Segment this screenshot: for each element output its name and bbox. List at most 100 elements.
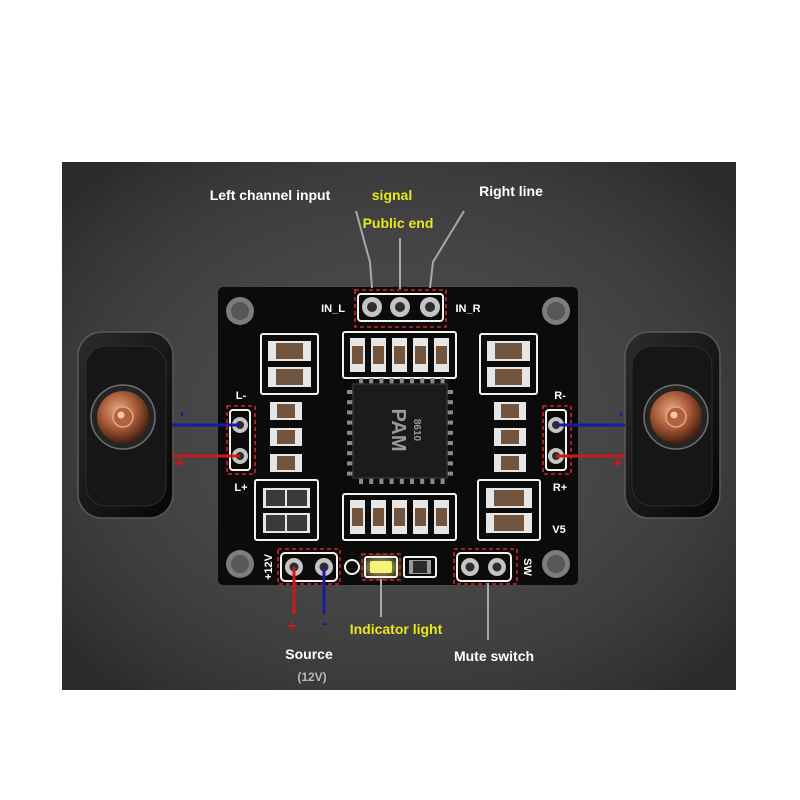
smd-component [436, 508, 447, 526]
chip-pin [359, 378, 363, 385]
chip-pin [446, 410, 453, 415]
hole-center [231, 555, 249, 573]
bottom-component-row [342, 493, 457, 541]
left-minus-mark: - [174, 411, 191, 416]
chip-pin [420, 477, 425, 484]
silkscreen-outline [403, 556, 437, 578]
silkscreen-outline [545, 409, 567, 471]
chip-pin [347, 451, 354, 456]
indicator-led [344, 553, 437, 581]
callout-indicator-light: Indicator light [350, 621, 443, 637]
chip-pin [379, 378, 384, 385]
chip-pin [359, 477, 363, 484]
mounting-hole-top-left [226, 297, 254, 325]
capacitor [494, 490, 524, 506]
speaker-cap-highlight [117, 411, 125, 419]
callout-source: Source [285, 646, 333, 662]
chip-body [352, 383, 448, 479]
chip-pin [430, 477, 435, 484]
hole-center [231, 302, 249, 320]
capacitor [276, 343, 303, 359]
left-capacitor-block [260, 333, 319, 395]
hole-center [547, 555, 565, 573]
callout-left-channel-input: Left channel input [210, 187, 331, 203]
leader-right-line [429, 210, 465, 289]
silkscreen-outline [280, 552, 338, 582]
silkscreen-outline [456, 552, 512, 582]
label-l-minus: L- [236, 390, 247, 402]
label-in-r: IN_R [455, 303, 480, 315]
label-r-plus: R+ [553, 482, 567, 494]
led-resistor [413, 561, 427, 573]
silkscreen-outline [479, 333, 538, 395]
silkscreen-outline [357, 293, 444, 322]
chip-pin [369, 378, 374, 385]
silkscreen-outline [477, 479, 541, 541]
left-inductor-block [254, 479, 319, 541]
pin-hole [465, 562, 475, 572]
smd-component [373, 346, 384, 364]
pin-hole [492, 562, 502, 572]
source-plus-mark: + [287, 618, 296, 635]
capacitor [495, 343, 522, 359]
smd-component [436, 346, 447, 364]
silkscreen-outline [254, 479, 319, 541]
chip-pin [430, 378, 435, 385]
power-highlight-box [277, 548, 341, 585]
chip-pin [410, 378, 414, 385]
source-minus-mark: - [322, 615, 327, 632]
mute-highlight-box [453, 548, 518, 585]
mounting-hole-bottom-left [226, 550, 254, 578]
smd-component [394, 508, 405, 526]
pin-hole [395, 302, 405, 312]
chip-pin [410, 477, 414, 484]
resistor [501, 430, 519, 444]
right-plus-mark: + [609, 458, 626, 467]
left-terminal-highlight-box [226, 405, 256, 475]
callout-mute-switch: Mute switch [454, 648, 534, 664]
chip-pin [389, 477, 394, 484]
chip-pin [347, 390, 354, 394]
resistor [277, 430, 295, 444]
chip-pin [446, 451, 453, 456]
pin-hole [367, 302, 377, 312]
right-resistor-stack [494, 402, 526, 472]
led-body [370, 561, 392, 573]
smd-component [394, 346, 405, 364]
left-plus-mark: + [170, 458, 187, 467]
callout-public-end: Public end [363, 215, 434, 231]
chip-pin [446, 400, 453, 405]
capacitor [276, 369, 303, 385]
chip-pin [347, 441, 354, 445]
right-minus-mark: - [613, 411, 630, 416]
silkscreen-outline [260, 333, 319, 395]
speaker-wires [172, 423, 625, 458]
label-power: +12V [263, 553, 275, 580]
mute-terminal [453, 548, 518, 585]
smd-component [415, 508, 426, 526]
chip-pin [446, 420, 453, 425]
right-terminal-highlight-box [542, 405, 572, 475]
mounting-hole-bottom-right [542, 550, 570, 578]
chip-pin [347, 420, 354, 425]
led-side-pad [344, 559, 360, 575]
chip-logo: PAM [387, 409, 409, 452]
chip-pins [347, 378, 453, 484]
hole-center [547, 302, 565, 320]
chip-pin [347, 400, 354, 405]
chip-pin [347, 430, 354, 435]
resistor [501, 456, 519, 470]
amplifier-board: PAM 8610 [218, 287, 578, 585]
chip-pin [440, 378, 445, 385]
left-resistor-stack [270, 402, 302, 472]
chip-pin [446, 461, 453, 466]
mounting-hole-top-right [542, 297, 570, 325]
chip-pin [446, 471, 453, 476]
chip-pin [389, 378, 394, 385]
label-l-plus: L+ [234, 482, 247, 494]
power-terminal [277, 548, 341, 585]
callout-source-voltage: (12V) [297, 670, 326, 684]
chip-pin [446, 390, 453, 394]
right-bottom-capacitor-block [477, 479, 541, 541]
